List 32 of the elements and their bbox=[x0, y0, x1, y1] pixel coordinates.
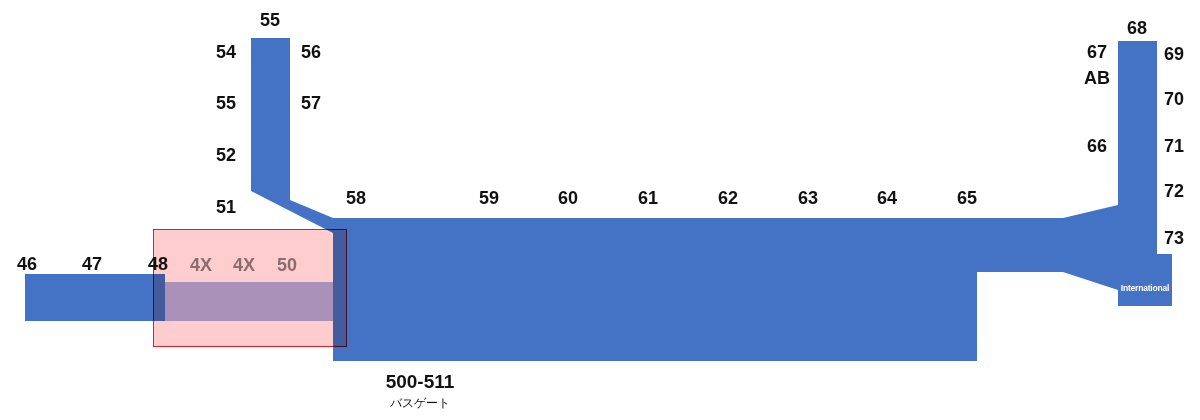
area-label: International bbox=[1120, 283, 1170, 293]
gate-number: 70 bbox=[1164, 90, 1184, 108]
gate-number: 50 bbox=[277, 256, 297, 274]
gate-number: AB bbox=[1084, 69, 1110, 87]
gate-number: 59 bbox=[479, 189, 499, 207]
gate-number: 55 bbox=[260, 11, 280, 29]
gate-number: 68 bbox=[1127, 19, 1147, 37]
gate-number: 4X bbox=[233, 256, 255, 274]
gate-number: 73 bbox=[1164, 229, 1184, 247]
gate-number: 52 bbox=[216, 146, 236, 164]
gate-number: 60 bbox=[558, 189, 578, 207]
gate-number: 63 bbox=[798, 189, 818, 207]
gate-number: 62 bbox=[718, 189, 738, 207]
gate-number: 500-511 bbox=[385, 371, 455, 391]
gate-number: 64 bbox=[877, 189, 897, 207]
gate-number: 58 bbox=[346, 189, 366, 207]
gate-number: 51 bbox=[216, 198, 236, 216]
bus-gate-note: バスゲート bbox=[390, 397, 450, 409]
gate-number: 65 bbox=[957, 189, 977, 207]
gate-number: 69 bbox=[1164, 45, 1184, 63]
gate-number: 47 bbox=[82, 255, 102, 273]
gate-number: 66 bbox=[1087, 137, 1107, 155]
gate-number: 57 bbox=[301, 94, 321, 112]
gate-number: 4X bbox=[190, 256, 212, 274]
gate-number: 56 bbox=[301, 43, 321, 61]
gate-number: 71 bbox=[1164, 137, 1184, 155]
gate-number: 72 bbox=[1164, 182, 1184, 200]
gate-number: 67 bbox=[1087, 43, 1107, 61]
gate-number: 46 bbox=[17, 255, 37, 273]
gate-number: 55 bbox=[216, 94, 236, 112]
gate-number: 54 bbox=[216, 43, 236, 61]
gate-number: 61 bbox=[638, 189, 658, 207]
